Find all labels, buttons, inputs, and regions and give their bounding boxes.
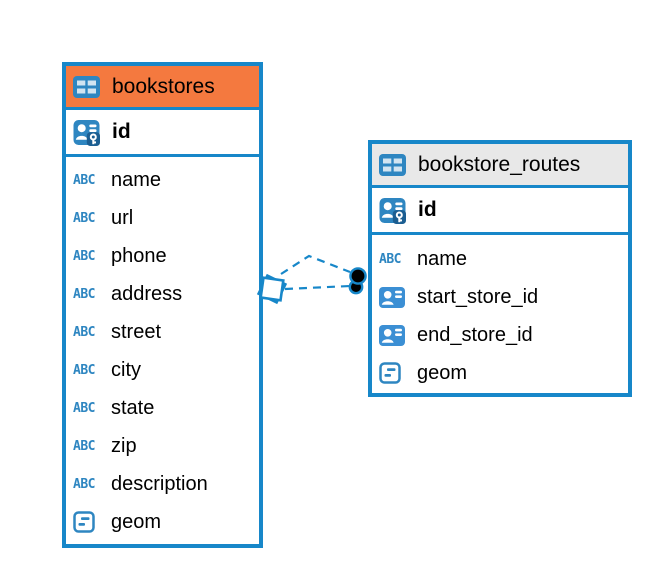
- circle-marker[interactable]: [348, 279, 364, 295]
- relationship-dashed-lines[interactable]: [280, 254, 351, 291]
- column-label: city: [111, 358, 141, 381]
- column-list: ABC name start_store_id: [372, 235, 628, 392]
- entity-table-bookstore-routes[interactable]: bookstore_routes id: [368, 140, 632, 397]
- geometry-icon: [379, 362, 409, 384]
- column-label: state: [111, 396, 155, 419]
- column-label: phone: [111, 244, 167, 267]
- reference-icon: [379, 286, 409, 308]
- column-row-name[interactable]: ABC name: [73, 161, 252, 199]
- column-row-city[interactable]: ABC city: [73, 351, 252, 389]
- table-header-bookstores[interactable]: bookstores: [66, 66, 259, 110]
- text-icon: ABC: [379, 251, 401, 267]
- column-row-phone[interactable]: ABC phone: [73, 237, 252, 275]
- column-row-url[interactable]: ABC url: [73, 199, 252, 237]
- table-icon: [379, 153, 409, 176]
- relationship-line-end-store[interactable]: [284, 284, 351, 291]
- column-label: zip: [111, 434, 137, 457]
- primary-key-icon: [73, 119, 103, 146]
- column-row-description[interactable]: ABC description: [73, 465, 252, 503]
- column-row-address[interactable]: ABC address: [73, 275, 252, 313]
- text-icon: ABC: [73, 476, 95, 492]
- primary-key-label: id: [112, 120, 131, 143]
- column-label: address: [111, 282, 183, 305]
- primary-key-row[interactable]: id: [66, 110, 259, 157]
- column-row-state[interactable]: ABC state: [73, 389, 252, 427]
- primary-key-icon: [379, 197, 409, 224]
- table-name: bookstores: [112, 74, 215, 98]
- column-row-zip[interactable]: ABC zip: [73, 427, 252, 465]
- column-row-name[interactable]: ABC name: [379, 240, 621, 278]
- column-label: geom: [417, 361, 468, 384]
- column-label: name: [111, 168, 162, 191]
- table-icon: [73, 75, 103, 98]
- column-row-geom[interactable]: geom: [73, 503, 252, 541]
- entity-table-bookstores[interactable]: bookstores id: [62, 62, 263, 548]
- column-label: geom: [111, 510, 162, 533]
- text-icon: ABC: [73, 400, 95, 416]
- column-label: description: [111, 472, 208, 495]
- column-list: ABC name ABC url ABC phone ABC address A…: [66, 157, 259, 541]
- one-end-circle-markers[interactable]: [348, 267, 367, 295]
- text-icon: ABC: [73, 248, 95, 264]
- text-icon: ABC: [73, 286, 95, 302]
- text-icon: ABC: [73, 362, 95, 378]
- table-header-bookstore-routes[interactable]: bookstore_routes: [372, 144, 628, 188]
- geometry-icon: [73, 511, 103, 533]
- table-name: bookstore_routes: [418, 152, 581, 176]
- column-label: start_store_id: [417, 285, 539, 308]
- relationship-line-start-store[interactable]: [280, 254, 351, 275]
- text-icon: ABC: [73, 324, 95, 340]
- text-icon: ABC: [73, 172, 95, 188]
- column-row-street[interactable]: ABC street: [73, 313, 252, 351]
- text-icon: ABC: [73, 438, 95, 454]
- column-row-geom[interactable]: geom: [379, 354, 621, 392]
- column-row-start-store-id[interactable]: start_store_id: [379, 278, 621, 316]
- circle-marker[interactable]: [349, 267, 367, 285]
- primary-key-row[interactable]: id: [372, 188, 628, 235]
- column-row-end-store-id[interactable]: end_store_id: [379, 316, 621, 354]
- column-label: url: [111, 206, 134, 229]
- column-label: name: [417, 247, 468, 270]
- column-label: street: [111, 320, 162, 343]
- text-icon: ABC: [73, 210, 95, 226]
- primary-key-label: id: [418, 198, 437, 221]
- column-label: end_store_id: [417, 323, 533, 346]
- reference-icon: [379, 324, 409, 346]
